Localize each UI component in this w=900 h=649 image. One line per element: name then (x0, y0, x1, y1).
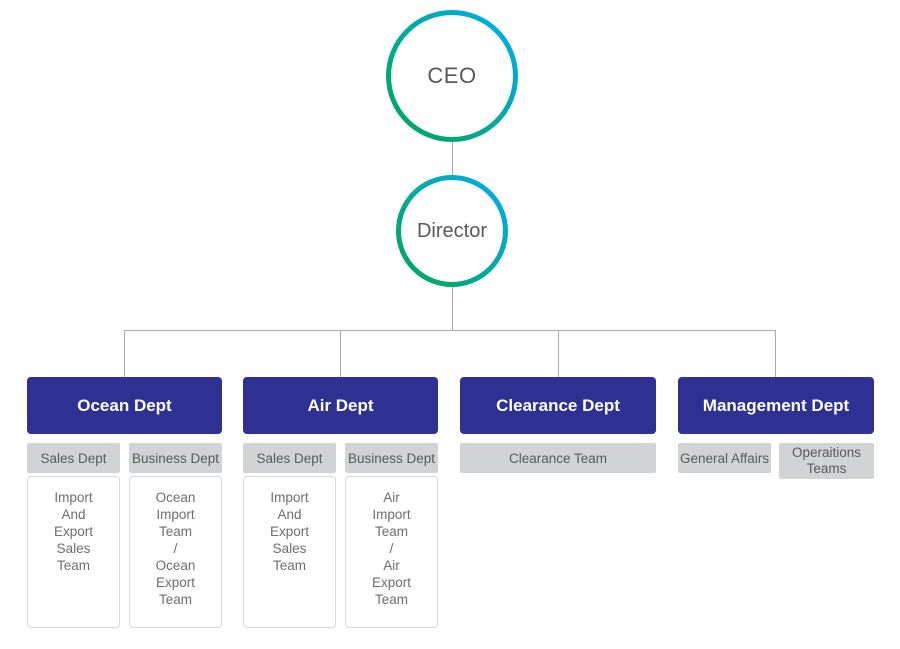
director-node: Director (396, 175, 508, 287)
team-header-ocean-business: Business Dept (129, 443, 222, 473)
connector-drop-management (775, 330, 776, 377)
ceo-circle-ring (386, 10, 518, 142)
director-circle-ring (396, 175, 508, 287)
dept-header-air: Air Dept (243, 377, 438, 434)
team-body-ocean-business: Ocean Import Team / Ocean Export Team (129, 476, 222, 628)
ceo-node: CEO (386, 10, 518, 142)
connector-horizontal (124, 330, 776, 331)
team-header-general-affairs: General Affairs (678, 443, 771, 473)
dept-header-ocean: Ocean Dept (27, 377, 222, 434)
team-header-clearance-team: Clearance Team (460, 443, 656, 473)
connector-director-trunk (452, 287, 453, 330)
team-header-operations-teams: Operaitions Teams (779, 443, 874, 479)
team-body-air-sales: Import And Export Sales Team (243, 476, 336, 628)
team-header-operations-teams-label: Operaitions Teams (791, 445, 862, 476)
team-body-air-business: Air Import Team / Air Export Team (345, 476, 438, 628)
team-header-air-sales: Sales Dept (243, 443, 336, 473)
connector-ceo-director (452, 142, 453, 175)
director-label: Director (416, 219, 487, 242)
connector-drop-air (340, 330, 341, 377)
ceo-label: CEO (427, 63, 477, 88)
connector-drop-ocean (124, 330, 125, 377)
connector-drop-clearance (558, 330, 559, 377)
dept-header-clearance: Clearance Dept (460, 377, 656, 434)
team-header-air-business: Business Dept (345, 443, 438, 473)
dept-header-management: Management Dept (678, 377, 874, 434)
team-header-ocean-sales: Sales Dept (27, 443, 120, 473)
team-body-ocean-sales: Import And Export Sales Team (27, 476, 120, 628)
